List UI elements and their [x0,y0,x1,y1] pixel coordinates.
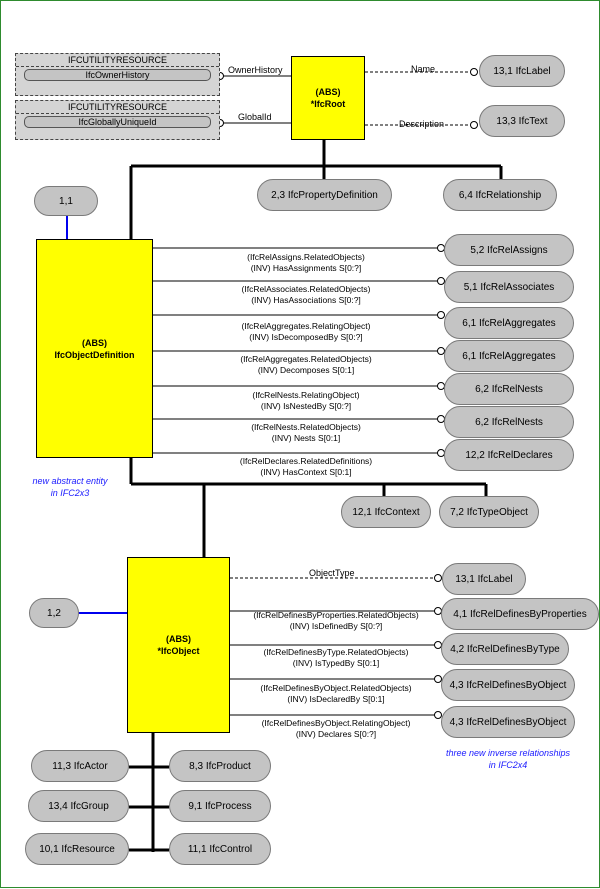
relation-has-assignments-inverse: (INV) HasAssignments S[0:?] [250,263,362,273]
subtype-ifc-product[interactable]: 8,3 IfcProduct [169,750,271,782]
target-ifc-rel-defines-by-object-declared[interactable]: 4,3 IfcRelDefinesByObject [441,669,575,701]
relation-has-context-inverse: (INV) HasContext S[0:1] [260,467,352,477]
target-ifc-rel-defines-by-type[interactable]: 4,2 IfcRelDefinesByType [441,633,569,665]
relation-has-associations-label: (IfcRelAssociates.RelatedObjects) (INV) … [206,284,406,306]
target-ifc-rel-aggregates-decomposes[interactable]: 6,1 IfcRelAggregates [444,340,574,372]
relation-is-decomposed-by-label: (IfcRelAggregates.RelatingObject) (INV) … [206,321,406,343]
ifc-object-definition-entity[interactable]: (ABS) IfcObjectDefinition [36,239,153,458]
relation-nests-label: (IfcRelNests.RelatedObjects) (INV) Nests… [206,422,406,444]
object-type-target-ifc-label[interactable]: 13,1 IfcLabel [442,563,526,595]
relation-has-associations-source: (IfcRelAssociates.RelatedObjects) [241,284,371,294]
relation-decomposes-inverse: (INV) Decomposes S[0:1] [257,365,355,375]
object-note-line2: in IFC2x4 [488,760,528,770]
relation-declares-inverse: (INV) Declares S[0:?] [295,729,377,739]
name-target-ifc-label[interactable]: 13,1 IfcLabel [479,55,565,87]
subtype-ifc-relationship[interactable]: 6,4 IfcRelationship [443,179,557,211]
relation-decomposes-label: (IfcRelAggregates.RelatedObjects) (INV) … [206,354,406,376]
description-attribute-label: Description [399,119,445,129]
relation-nests-source: (IfcRelNests.RelatedObjects) [251,422,361,432]
relation-is-declared-by-inverse: (INV) IsDeclaredBy S[0:1] [287,694,385,704]
target-ifc-rel-assigns[interactable]: 5,2 IfcRelAssigns [444,234,574,266]
relation-is-decomposed-by-source: (IfcRelAggregates.RelatingObject) [241,321,371,331]
relation-is-defined-by-source: (IfcRelDefinesByProperties.RelatedObject… [253,610,419,620]
relation-is-decomposed-by-inverse: (INV) IsDecomposedBy S[0:?] [249,332,363,342]
target-ifc-rel-defines-by-properties[interactable]: 4,1 IfcRelDefinesByProperties [441,598,599,630]
relation-is-nested-by-inverse: (INV) IsNestedBy S[0:?] [260,401,352,411]
ifc-object-abstract-marker: (ABS) [166,634,191,644]
relation-has-assignments-source: (IfcRelAssigns.RelatedObjects) [247,252,365,262]
object-definition-note: new abstract entity in IFC2x3 [15,475,125,499]
ifc-object-definition-name: IfcObjectDefinition [54,349,135,360]
relation-has-assignments-label: (IfcRelAssigns.RelatedObjects) (INV) Has… [206,252,406,274]
ifc-root-abstract-marker: (ABS) [315,87,341,97]
ifc-object-name: *IfcObject [157,646,200,656]
object-definition-note-line1: new abstract entity [32,476,108,486]
object-type-attribute-label: ObjectType [309,568,355,578]
relation-is-defined-by-label: (IfcRelDefinesByProperties.RelatedObject… [231,610,441,632]
relation-is-declared-by-source: (IfcRelDefinesByObject.RelatedObjects) [260,683,412,693]
object-note-line1: three new inverse relationships [445,748,571,758]
relation-decomposes-source: (IfcRelAggregates.RelatedObjects) [240,354,372,364]
target-ifc-rel-nests-nested-by[interactable]: 6,2 IfcRelNests [444,373,574,405]
description-target-ifc-text[interactable]: 13,3 IfcText [479,105,565,137]
owner-history-attribute-label: OwnerHistory [228,65,283,75]
relation-declares-label: (IfcRelDefinesByObject.RelatingObject) (… [231,718,441,740]
name-attribute-label: Name [411,64,436,74]
subtype-ifc-type-object[interactable]: 7,2 IfcTypeObject [439,496,539,528]
global-id-resource-box: IFCUTILITYRESOURCE IfcGloballyUniqueId [15,100,220,140]
object-definition-supertype-ref[interactable]: 1,1 [34,186,98,216]
object-definition-note-line2: in IFC2x3 [50,488,90,498]
subtype-ifc-actor[interactable]: 11,3 IfcActor [31,750,129,782]
relation-has-associations-inverse: (INV) HasAssociations S[0:?] [251,295,361,305]
target-ifc-rel-declares[interactable]: 12,2 IfcRelDeclares [444,439,574,471]
global-id-attribute-label: GlobalId [238,112,272,122]
subtype-ifc-group[interactable]: 13,4 IfcGroup [28,790,129,822]
relation-is-nested-by-source: (IfcRelNests.RelatingObject) [252,390,360,400]
relation-is-defined-by-inverse: (INV) IsDefinedBy S[0:?] [289,621,383,631]
relation-declares-source: (IfcRelDefinesByObject.RelatingObject) [261,718,411,728]
relation-nests-inverse: (INV) Nests S[0:1] [271,433,341,443]
global-id-resource-value: IfcGloballyUniqueId [24,116,211,128]
target-ifc-rel-aggregates-decomposed[interactable]: 6,1 IfcRelAggregates [444,307,574,339]
owner-history-resource-value: IfcOwnerHistory [24,69,211,81]
target-ifc-rel-associates[interactable]: 5,1 IfcRelAssociates [444,271,574,303]
object-note: three new inverse relationships in IFC2x… [433,747,583,771]
relation-has-context-source: (IfcRelDeclares.RelatedDefinitions) [239,456,373,466]
ifc-object-definition-abstract-marker: (ABS) [82,337,107,348]
subtype-ifc-resource[interactable]: 10,1 IfcResource [25,833,129,865]
subtype-ifc-process[interactable]: 9,1 IfcProcess [169,790,271,822]
relation-is-typed-by-label: (IfcRelDefinesByType.RelatedObjects) (IN… [231,647,441,669]
subtype-ifc-property-definition[interactable]: 2,3 IfcPropertyDefinition [257,179,392,211]
target-ifc-rel-defines-by-object-declares[interactable]: 4,3 IfcRelDefinesByObject [441,706,575,738]
global-id-resource-type: IFCUTILITYRESOURCE [16,101,219,114]
owner-history-resource-box: IFCUTILITYRESOURCE IfcOwnerHistory [15,53,220,96]
relation-is-declared-by-label: (IfcRelDefinesByObject.RelatedObjects) (… [231,683,441,705]
target-ifc-rel-nests-nests[interactable]: 6,2 IfcRelNests [444,406,574,438]
relation-is-typed-by-source: (IfcRelDefinesByType.RelatedObjects) [263,647,409,657]
object-supertype-ref[interactable]: 1,2 [29,598,79,628]
relation-is-nested-by-label: (IfcRelNests.RelatingObject) (INV) IsNes… [206,390,406,412]
subtype-ifc-context[interactable]: 12,1 IfcContext [341,496,431,528]
ifc-root-name: *IfcRoot [310,99,346,109]
ifc-object-entity[interactable]: (ABS) *IfcObject [127,557,230,733]
ifc-root-entity[interactable]: (ABS) *IfcRoot [291,56,365,140]
relation-is-typed-by-inverse: (INV) IsTypedBy S[0:1] [292,658,380,668]
owner-history-resource-type: IFCUTILITYRESOURCE [16,54,219,67]
subtype-ifc-control[interactable]: 11,1 IfcControl [169,833,271,865]
relation-has-context-label: (IfcRelDeclares.RelatedDefinitions) (INV… [206,456,406,478]
